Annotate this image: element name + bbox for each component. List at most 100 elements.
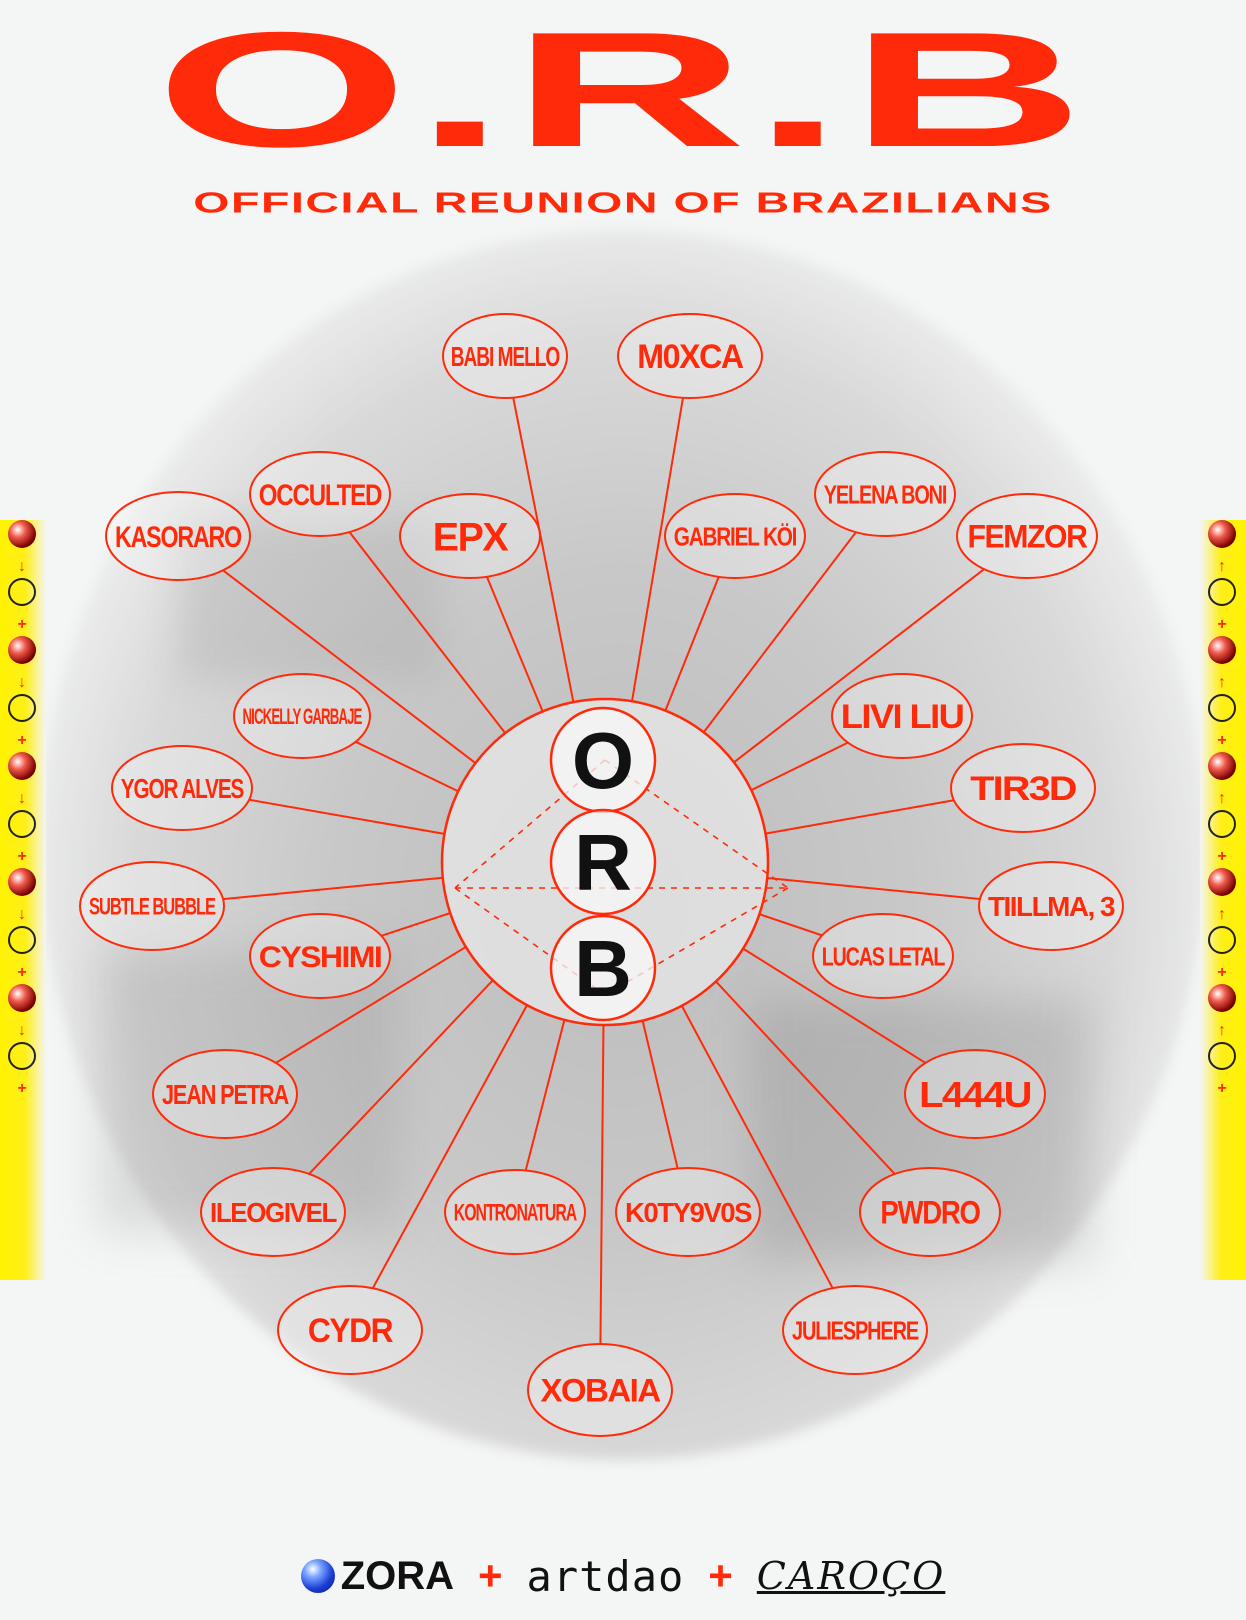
artist-node[interactable]: TIILLMA, 3 <box>978 861 1124 951</box>
strip-ball-icon <box>1208 984 1236 1012</box>
connector-line <box>702 531 857 733</box>
artist-node-ellipse <box>950 743 1096 833</box>
strip-ring-icon <box>8 810 36 838</box>
artist-node[interactable]: OCCULTED <box>249 451 391 537</box>
strip-ring-icon <box>8 694 36 722</box>
strip-glyph: + <box>1217 732 1227 749</box>
strip-glyph: ↑ <box>1218 558 1226 575</box>
plus-separator: + <box>708 1552 733 1599</box>
artist-node[interactable]: YGOR ALVES <box>111 745 253 831</box>
artist-node[interactable]: NICKELLY GARBAJE <box>233 673 371 759</box>
strip-ring-icon <box>1208 1042 1236 1070</box>
artist-node-ellipse <box>111 745 253 831</box>
artist-node-ellipse <box>249 913 391 999</box>
connector-line <box>733 568 985 764</box>
artist-node[interactable]: PWDRO <box>859 1167 1001 1257</box>
hub-letter: B <box>574 924 632 1013</box>
connector-line <box>750 741 849 791</box>
connector-lines <box>222 397 985 1345</box>
artist-node[interactable]: CYDR <box>277 1285 423 1375</box>
artist-node[interactable]: SUBTLE BUBBLE <box>79 861 225 951</box>
page-subtitle: OFFICIAL REUNION OF BRAZILIANS <box>193 188 1053 220</box>
artist-node[interactable]: L444U <box>904 1049 1046 1139</box>
artist-node[interactable]: KASORARO <box>105 491 251 581</box>
strip-glyph: + <box>17 964 27 981</box>
strip-glyph: + <box>1217 1080 1227 1097</box>
plus-separator: + <box>478 1552 503 1599</box>
strip-ball-icon <box>8 868 36 896</box>
artist-node[interactable]: K0TY9V0S <box>615 1167 761 1257</box>
artist-node[interactable]: TIR3D <box>950 743 1096 833</box>
left-decorative-strip: ↓+↓+↓+↓+↓+ <box>0 520 46 1280</box>
artist-node[interactable]: KONTRONATURA <box>444 1169 586 1255</box>
artist-node-label: TIILLMA, 3 <box>988 891 1115 922</box>
zora-logo[interactable]: ZORA <box>300 1553 455 1599</box>
artist-node[interactable]: FEMZOR <box>956 493 1098 579</box>
artist-node-label: LUCAS LETAL <box>822 941 946 971</box>
artist-node-ellipse <box>105 491 251 581</box>
artist-node-ellipse <box>664 493 806 579</box>
artist-node-label: K0TY9V0S <box>625 1197 752 1228</box>
connector-line <box>599 1024 605 1345</box>
artist-node[interactable]: CYSHIMI <box>249 913 391 999</box>
artist-node-label: CYSHIMI <box>259 941 382 974</box>
artist-node-ellipse <box>233 673 371 759</box>
strip-ring-icon <box>1208 578 1236 606</box>
strip-glyph: ↑ <box>1218 790 1226 807</box>
artist-node-ellipse <box>200 1167 346 1257</box>
background-shade <box>100 950 400 1230</box>
strip-glyph: + <box>1217 964 1227 981</box>
connector-line <box>308 979 494 1175</box>
artist-node-ellipse <box>277 1285 423 1375</box>
strip-ring-icon <box>8 926 36 954</box>
artist-node-ellipse <box>249 451 391 537</box>
strip-glyph: + <box>17 732 27 749</box>
artist-node-label: SUBTLE BUBBLE <box>89 894 216 921</box>
connector-line <box>759 913 823 937</box>
strip-ring-icon <box>1208 926 1236 954</box>
connector-line <box>275 946 467 1064</box>
hub-letter-circle <box>549 914 657 1022</box>
connector-line <box>524 1019 566 1171</box>
connector-line <box>680 1005 834 1289</box>
strip-ring-icon <box>8 1042 36 1070</box>
artist-node[interactable]: LUCAS LETAL <box>812 913 954 999</box>
strip-ball-icon <box>8 752 36 780</box>
connector-line <box>631 397 684 702</box>
connector-line <box>371 1004 528 1289</box>
connector-line <box>664 576 720 711</box>
artist-node[interactable]: ILEOGIVEL <box>200 1167 346 1257</box>
artist-node-label: KONTRONATURA <box>454 1200 577 1227</box>
page-title: O.R.B <box>155 0 1091 182</box>
strip-ring-icon <box>1208 810 1236 838</box>
artdao-logo[interactable]: artdao <box>526 1551 685 1601</box>
artist-node[interactable]: XOBAIA <box>527 1343 673 1437</box>
artist-node[interactable]: BABI MELLO <box>442 313 568 399</box>
connector-line <box>355 740 459 793</box>
connector-line <box>348 531 506 734</box>
orb-hub: ORB <box>440 697 789 1027</box>
artist-node-ellipse <box>617 313 763 399</box>
connector-line <box>249 798 445 835</box>
artist-node[interactable]: LIVI LIU <box>831 673 973 759</box>
strip-ball-icon <box>1208 752 1236 780</box>
caroco-logo[interactable]: CAROÇO <box>756 1554 946 1598</box>
artist-node[interactable]: GABRIEL KÖI <box>664 493 806 579</box>
artist-node-ellipse <box>812 913 954 999</box>
strip-ball-icon <box>1208 636 1236 664</box>
artist-node[interactable]: EPX <box>399 493 541 579</box>
zora-label: ZORA <box>340 1553 455 1598</box>
artist-node-label: ILEOGIVEL <box>210 1197 337 1228</box>
artist-node-ellipse <box>859 1167 1001 1257</box>
artist-node-label: NICKELLY GARBAJE <box>243 704 362 729</box>
artist-node[interactable]: JEAN PETRA <box>152 1049 298 1139</box>
artist-node-ellipse <box>399 493 541 579</box>
artist-node-label: TIR3D <box>970 770 1076 808</box>
artist-node[interactable]: JULIESPHERE <box>782 1285 928 1375</box>
artist-node-ellipse <box>615 1167 761 1257</box>
artist-node[interactable]: M0XCA <box>617 313 763 399</box>
artist-node[interactable]: YELENA BONI <box>814 451 956 537</box>
strip-glyph: ↓ <box>18 790 26 807</box>
background-shade <box>180 520 440 680</box>
